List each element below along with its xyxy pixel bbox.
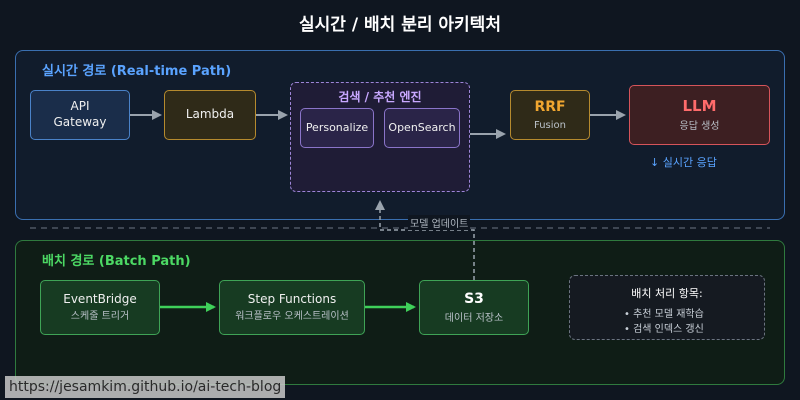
personalize-label: Personalize (305, 120, 369, 134)
api-gateway-node: API Gateway (30, 90, 130, 140)
step-functions-label: Step Functions (247, 291, 337, 306)
eventbridge-node: EventBridge 스케줄 트리거 (40, 280, 160, 335)
llm-label: LLM (682, 97, 717, 116)
step-functions-sub-label: 워크플로우 오케스트레이션 (235, 311, 349, 323)
llm-sub-label: 응답 생성 (679, 120, 720, 132)
model-update-label: 모델 업데이트 (408, 215, 471, 230)
lambda-node: Lambda (164, 90, 256, 140)
batch-section-label: 배치 경로 (Batch Path) (42, 254, 191, 269)
s3-sub-label: 데이터 저장소 (444, 312, 504, 324)
arrow-model-update (375, 200, 475, 280)
realtime-response-note: ↓ 실시간 응답 (650, 156, 717, 169)
llm-node: LLM 응답 생성 (629, 85, 770, 145)
rrf-label: RRF (534, 98, 566, 115)
batch-info-item: • 추천 모델 재학습 (624, 309, 704, 320)
watermark-url: https://jesamkim.github.io/ai-tech-blog (5, 376, 286, 398)
s3-node: S3 데이터 저장소 (419, 280, 529, 335)
opensearch-node: OpenSearch (384, 108, 460, 148)
opensearch-label: OpenSearch (388, 120, 456, 134)
eventbridge-label: EventBridge (63, 291, 137, 306)
batch-info-title: 배치 처리 항목: (631, 287, 703, 300)
batch-info-item: • 검색 인덱스 갱신 (624, 324, 704, 335)
engine-title: 검색 / 추천 엔진 (338, 90, 422, 104)
lambda-label: Lambda (185, 107, 235, 122)
batch-info-box (569, 275, 765, 340)
api-gateway-label: API Gateway (53, 99, 107, 129)
personalize-node: Personalize (300, 108, 374, 148)
realtime-section-label: 실시간 경로 (Real-time Path) (42, 64, 232, 79)
rrf-sub-label: Fusion (534, 120, 566, 132)
s3-label: S3 (464, 291, 484, 308)
page-title: 실시간 / 배치 분리 아키텍처 (299, 15, 501, 35)
rrf-node: RRF Fusion (510, 90, 590, 140)
eventbridge-sub-label: 스케줄 트리거 (70, 311, 130, 323)
step-functions-node: Step Functions 워크플로우 오케스트레이션 (219, 280, 365, 335)
